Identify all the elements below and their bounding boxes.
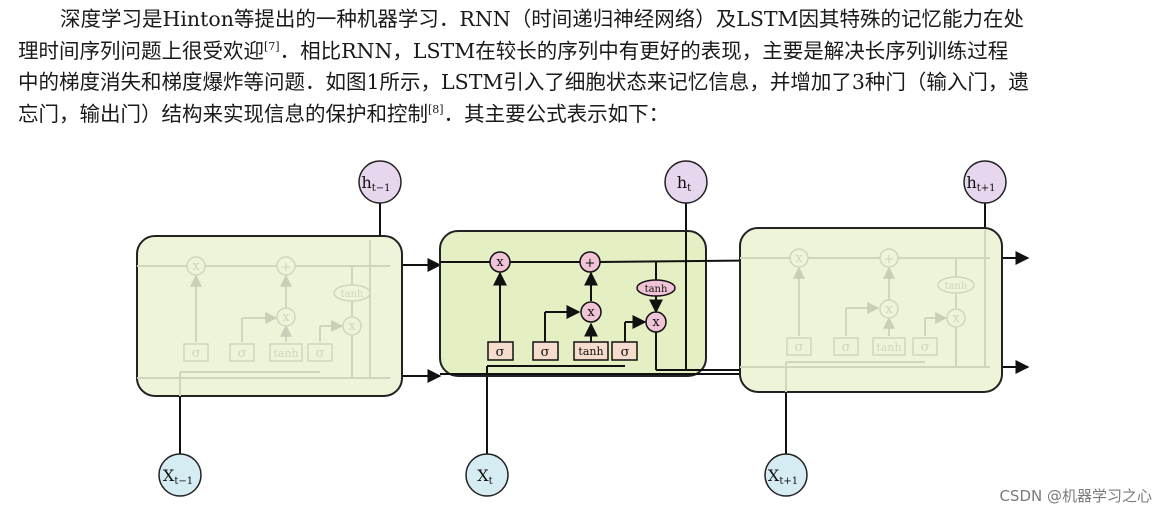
input-multiply-label: x [587, 305, 595, 320]
left-forget-multiply [186, 256, 206, 276]
input-node-t-minus-1 [158, 453, 202, 497]
forget-gate-label: σ [496, 345, 505, 360]
right-gates: σ σ tanh σ x + x tanh x [786, 248, 975, 356]
paragraph-line-4-rest: ．其主要公式表示如下： [443, 101, 670, 126]
left-forget-gate-label: σ [192, 346, 201, 361]
paragraph-line-3: 中的梯度消失和梯度爆炸等问题．如图1所示，LSTM引入了细胞状态来记忆信息，并增… [18, 70, 1029, 94]
right-tanh-gate [872, 337, 906, 356]
paragraph-line-4-text: 忘门，输出门）结构来实现信息的保护和控制 [18, 101, 428, 126]
left-gates: σ σ tanh σ x + x tanh x [183, 256, 371, 362]
left-input-multiply [276, 307, 296, 327]
cell-add [579, 251, 601, 273]
input-node-t [465, 453, 509, 497]
left-input-multiply-label: x [282, 310, 290, 325]
input-node-t-plus-1-label: Xt+1 [768, 466, 798, 487]
left-output-gate [307, 343, 333, 362]
right-input-multiply-label: x [885, 302, 893, 317]
right-forget-gate [786, 337, 812, 356]
left-tanh-op-label: tanh [341, 289, 364, 300]
right-output-multiply [946, 308, 966, 328]
hidden-node-t-label: ht [677, 173, 691, 194]
paragraph: 深度学习是Hinton等提出的一种机器学习．RNN（时间递归神经网络）及LSTM… [18, 4, 1158, 130]
input-multiply [580, 301, 602, 323]
right-output-gate [912, 337, 938, 356]
output-multiply [645, 311, 667, 333]
tanh-gate [573, 341, 609, 361]
right-forget-gate-label: σ [795, 340, 804, 355]
left-forget-multiply-label: x [192, 259, 200, 274]
paragraph-line-2-rest: ．相比RNN，LSTM在较长的序列中有更好的表现，主要是解决长序列训练过程 [279, 38, 1009, 63]
hidden-node-t-plus-1 [963, 160, 1007, 204]
left-add-label: + [281, 260, 292, 275]
cell-add-label: + [585, 256, 596, 271]
tanh-op-label: tanh [645, 284, 668, 295]
paragraph-line-1: 深度学习是Hinton等提出的一种机器学习．RNN（时间递归神经网络）及LSTM… [60, 7, 1025, 31]
left-tanh-gate [269, 343, 303, 362]
tanh-op [636, 279, 676, 297]
hidden-node-t-minus-1 [358, 160, 402, 204]
right-tanh-op-label: tanh [945, 281, 968, 292]
left-tanh-gate-label: tanh [273, 347, 298, 360]
right-add-label: + [884, 252, 895, 267]
left-input-gate-label: σ [238, 346, 247, 361]
hidden-node-t-plus-1-label: ht+1 [966, 173, 995, 194]
paragraph-line-4: 忘门，输出门）结构来实现信息的保护和控制[8]．其主要公式表示如下： [18, 99, 1158, 131]
paragraph-line-2: 理时间序列问题上很受欢迎[7]．相比RNN，LSTM在较长的序列中有更好的表现，… [18, 36, 1158, 68]
hidden-node-t-minus-1-label: ht−1 [361, 173, 390, 194]
right-tanh-op [937, 276, 975, 294]
right-input-multiply [879, 299, 899, 319]
forget-multiply [489, 251, 511, 273]
input-gate-label: σ [541, 345, 550, 360]
external-connections [179, 200, 1030, 455]
output-multiply-label: x [652, 315, 660, 330]
right-output-gate-label: σ [921, 340, 930, 355]
paragraph-line-2-text: 理时间序列问题上很受欢迎 [18, 38, 264, 63]
output-gate [611, 341, 638, 361]
lstm-cell-left: σ σ tanh σ x + x tanh x [136, 235, 403, 397]
left-output-multiply-label: x [348, 319, 356, 334]
input-gate [532, 341, 559, 361]
forget-multiply-label: x [496, 255, 504, 270]
left-input-gate [229, 343, 255, 362]
forget-gate [487, 341, 514, 361]
right-input-gate-label: σ [842, 340, 851, 355]
middle-gates: σ σ tanh σ x + x tanh x [487, 251, 676, 361]
output-gate-label: σ [621, 345, 630, 360]
watermark: CSDN @机器学习之心 [999, 487, 1152, 505]
lstm-cell-right: σ σ tanh σ x + x tanh x [739, 227, 1003, 393]
left-tanh-op [333, 284, 371, 302]
right-output-multiply-label: x [952, 311, 960, 326]
left-forget-gate [183, 343, 209, 362]
right-tanh-gate-label: tanh [876, 341, 901, 354]
hidden-state-nodes: ht−1 ht ht+1 [358, 160, 1007, 204]
left-add [276, 256, 296, 276]
right-forget-multiply-label: x [795, 251, 803, 266]
input-node-t-label: Xt [477, 466, 492, 487]
left-output-multiply [342, 316, 362, 336]
citation-7[interactable]: [7] [264, 39, 280, 53]
citation-8[interactable]: [8] [428, 102, 444, 116]
hidden-node-t [664, 160, 708, 204]
tanh-gate-label: tanh [578, 345, 603, 358]
right-forget-multiply [789, 248, 809, 268]
input-node-t-plus-1 [764, 453, 808, 497]
input-nodes: Xt−1 Xt Xt+1 [158, 453, 808, 497]
input-node-t-minus-1-label: Xt−1 [163, 466, 193, 487]
left-output-gate-label: σ [316, 346, 325, 361]
right-input-gate [833, 337, 859, 356]
right-add [879, 248, 899, 268]
